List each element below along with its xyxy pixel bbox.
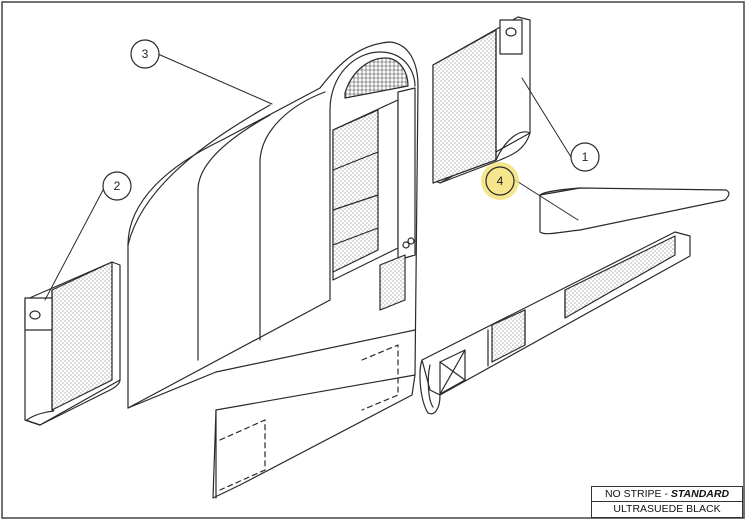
legend-material-label: ULTRASUEDE BLACK <box>592 501 742 516</box>
part-3-assembly <box>127 41 419 499</box>
callout-2[interactable]: 2 <box>102 171 132 201</box>
callout-1[interactable]: 1 <box>570 142 600 172</box>
leader-line-2 <box>44 189 104 301</box>
callout-2-label: 2 <box>114 179 121 193</box>
callout-4-label: 4 <box>497 174 504 188</box>
legend-row-style: NO STRIPE - STANDARD <box>592 487 742 501</box>
leader-line-1 <box>521 77 572 158</box>
part-4-strap <box>419 187 730 415</box>
part-1-panel <box>432 16 531 184</box>
part-2-panel <box>24 261 121 426</box>
callout-3-label: 3 <box>142 47 149 61</box>
legend-box: NO STRIPE - STANDARD ULTRASUEDE BLACK <box>591 486 743 518</box>
callout-3[interactable]: 3 <box>130 39 160 69</box>
leader-line-3 <box>157 53 273 105</box>
callout-1-label: 1 <box>582 150 589 164</box>
legend-stripe-label: NO STRIPE - <box>604 488 671 500</box>
leader-line-4 <box>514 179 579 221</box>
callout-4[interactable]: 4 <box>481 162 519 200</box>
legend-standard-label: STANDARD <box>670 488 730 500</box>
